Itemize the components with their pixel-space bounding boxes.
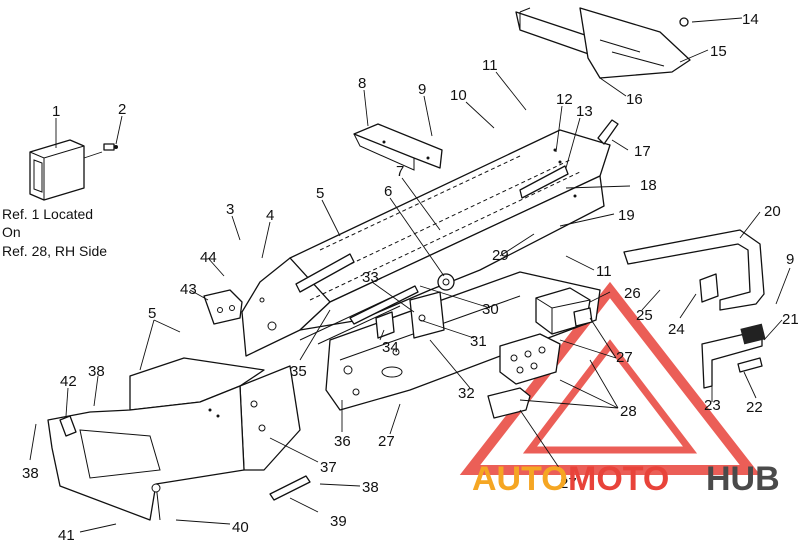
mount-bracket-part — [487, 287, 593, 419]
callout-22: 22 — [746, 399, 763, 416]
strip-part — [597, 119, 619, 145]
callout-41: 41 — [58, 527, 75, 541]
callout-18: 18 — [640, 177, 657, 194]
callout-27c: 27 — [560, 475, 577, 492]
callout-39: 39 — [330, 513, 347, 530]
bearing-part — [437, 273, 455, 291]
watermark-word-hub: HUB — [706, 460, 780, 498]
flap-part — [579, 7, 691, 79]
small-bracket-part — [203, 289, 243, 325]
reference-note-line-3: Ref. 28, RH Side — [2, 243, 107, 259]
callout-29: 29 — [492, 247, 509, 264]
corner-bracket-part — [699, 273, 719, 303]
callout-36: 36 — [334, 433, 351, 450]
callout-7: 7 — [396, 163, 404, 180]
callout-24: 24 — [668, 321, 685, 338]
clamp-part — [59, 415, 77, 437]
callout-34: 34 — [382, 339, 399, 356]
watermark-word-auto: AUTO — [472, 460, 568, 498]
chassis-tunnel — [241, 129, 611, 357]
callout-8: 8 — [358, 75, 366, 92]
callout-9b: 9 — [786, 251, 794, 268]
callout-25: 25 — [636, 307, 653, 324]
callout-15: 15 — [710, 43, 727, 60]
callout-21: 21 — [782, 311, 799, 328]
callout-labels: 1 2 3 4 5 5 6 7 8 9 9 10 11 11 12 13 14 … — [22, 11, 799, 541]
front-pan-part — [47, 357, 301, 521]
callout-11a: 11 — [482, 57, 498, 74]
callout-12: 12 — [556, 91, 573, 108]
reference-note-line-1: Ref. 1 Located — [2, 206, 93, 222]
callout-13: 13 — [576, 103, 593, 120]
callout-38b: 38 — [22, 465, 39, 482]
callout-17: 17 — [634, 143, 651, 160]
reference-note: Ref. 1 Located On Ref. 28, RH Side — [2, 206, 107, 259]
watermark-logo: AUTO MOTO HUB — [472, 460, 780, 498]
callout-5a: 5 — [316, 185, 324, 202]
hinge-part — [701, 323, 766, 389]
callout-3: 3 — [226, 201, 234, 218]
callout-9a: 9 — [418, 81, 426, 98]
callout-20: 20 — [764, 203, 781, 220]
callout-43: 43 — [180, 281, 197, 298]
callout-33: 33 — [362, 269, 379, 286]
callout-10: 10 — [450, 87, 467, 104]
callout-28: 28 — [620, 403, 637, 420]
callout-40: 40 — [232, 519, 249, 536]
screw-part — [103, 143, 118, 151]
callout-44: 44 — [200, 249, 217, 266]
callout-14: 14 — [742, 11, 759, 28]
callout-26: 26 — [624, 285, 641, 302]
callout-5b: 5 — [148, 305, 156, 322]
callout-42: 42 — [60, 373, 77, 390]
strap-part — [269, 475, 311, 501]
callout-19: 19 — [618, 207, 635, 224]
callout-2: 2 — [118, 101, 126, 118]
callout-27b: 27 — [378, 433, 395, 450]
bracket-part — [375, 291, 445, 339]
callout-1: 1 — [52, 103, 60, 120]
leader-lines — [29, 17, 791, 533]
callout-35: 35 — [290, 363, 307, 380]
callout-32: 32 — [458, 385, 475, 402]
callout-16: 16 — [626, 91, 643, 108]
callout-11b: 11 — [596, 263, 612, 280]
callout-31: 31 — [470, 333, 487, 350]
callout-23: 23 — [704, 397, 721, 414]
watermark-triangle — [459, 281, 761, 475]
callout-38a: 38 — [88, 363, 105, 380]
callout-6: 6 — [384, 183, 392, 200]
callout-38c: 38 — [362, 479, 379, 496]
callout-4: 4 — [266, 207, 274, 224]
reference-note-line-2: On — [2, 224, 21, 240]
callout-27a: 27 — [616, 349, 633, 366]
lamp-part — [29, 139, 103, 201]
callout-30: 30 — [482, 301, 499, 318]
callout-37: 37 — [320, 459, 337, 476]
rail-part — [299, 297, 401, 345]
watermark-word-moto: MOTO — [568, 460, 669, 498]
rear-bumper-part — [623, 229, 765, 311]
plate-part — [353, 123, 443, 171]
